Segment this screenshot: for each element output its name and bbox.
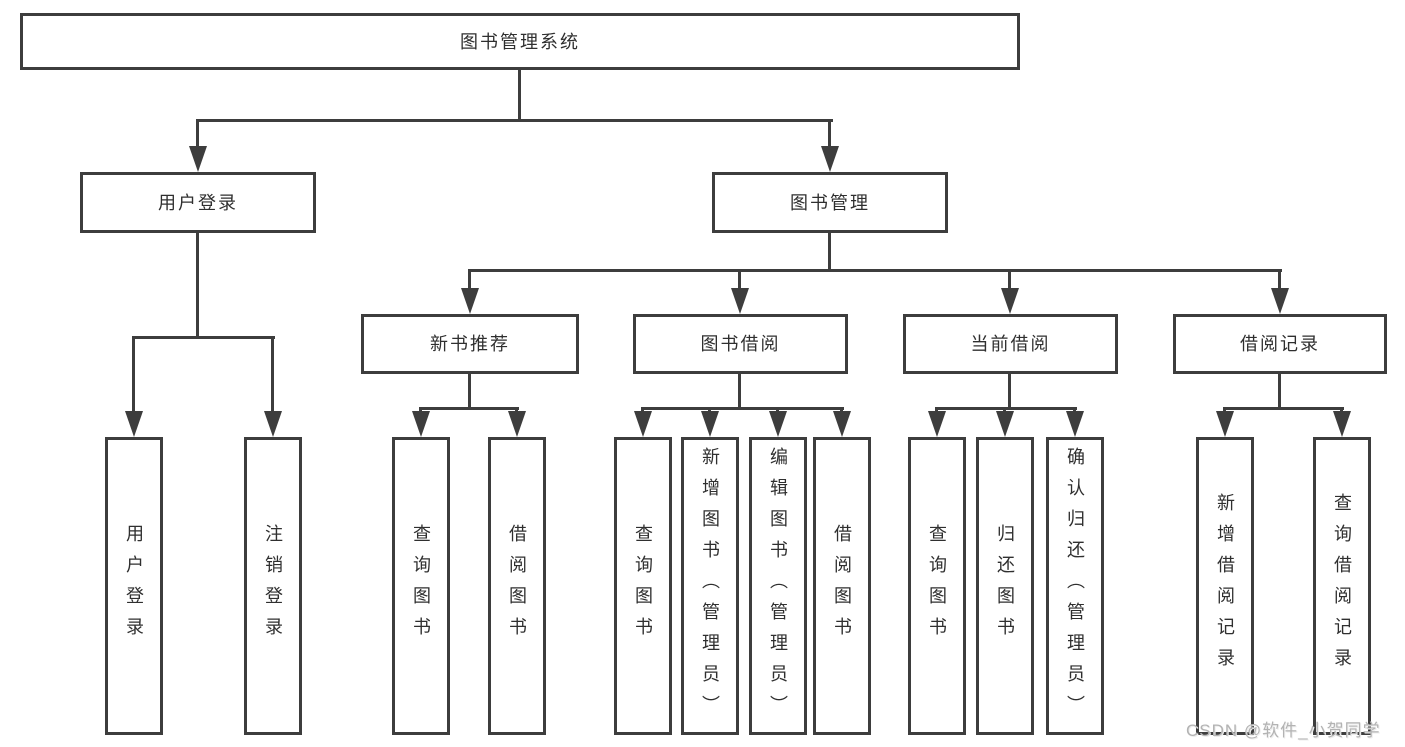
leaf-return-books: 归还图书 <box>976 437 1034 735</box>
arrowhead-icon <box>1001 288 1019 314</box>
arrowhead-icon <box>412 411 430 437</box>
arrowhead-icon <box>125 411 143 437</box>
arrowhead-icon <box>634 411 652 437</box>
arrowhead-icon <box>264 411 282 437</box>
leaf-query-borrow-record: 查询借阅记录 <box>1313 437 1371 735</box>
connector-line <box>1224 407 1344 410</box>
connector-line <box>936 407 1077 410</box>
leaf-logout: 注销登录 <box>244 437 302 735</box>
arrowhead-icon <box>731 288 749 314</box>
connector-line <box>196 119 199 149</box>
arrowhead-icon <box>1271 288 1289 314</box>
node-current-borrowing: 当前借阅 <box>903 314 1118 374</box>
node-new-book-recommend: 新书推荐 <box>361 314 579 374</box>
arrowhead-icon <box>1216 411 1234 437</box>
connector-line <box>132 336 135 414</box>
arrowhead-icon <box>928 411 946 437</box>
node-book-management: 图书管理 <box>712 172 948 233</box>
connector-line <box>828 233 831 272</box>
connector-line <box>1278 269 1281 291</box>
node-book-borrowing: 图书借阅 <box>633 314 848 374</box>
leaf-edit-books-admin: 编辑图书（管理员） <box>749 437 807 735</box>
connector-line <box>828 119 831 149</box>
connector-line <box>518 70 521 120</box>
connector-line <box>1278 374 1281 410</box>
connector-line <box>133 336 275 339</box>
connector-line <box>738 374 741 410</box>
leaf-query-books-current: 查询图书 <box>908 437 966 735</box>
arrowhead-icon <box>701 411 719 437</box>
connector-line <box>420 407 519 410</box>
leaf-confirm-return-admin: 确认归还（管理员） <box>1046 437 1104 735</box>
arrowhead-icon <box>996 411 1014 437</box>
arrowhead-icon <box>833 411 851 437</box>
arrowhead-icon <box>1333 411 1351 437</box>
arrowhead-icon <box>461 288 479 314</box>
arrowhead-icon <box>508 411 526 437</box>
node-user-login: 用户登录 <box>80 172 316 233</box>
arrowhead-icon <box>769 411 787 437</box>
arrowhead-icon <box>189 146 207 172</box>
connector-line <box>1008 374 1011 410</box>
connector-line <box>271 336 274 414</box>
arrowhead-icon <box>821 146 839 172</box>
leaf-add-borrow-record: 新增借阅记录 <box>1196 437 1254 735</box>
arrowhead-icon <box>1066 411 1084 437</box>
connector-line <box>196 233 199 339</box>
leaf-add-books-admin: 新增图书（管理员） <box>681 437 739 735</box>
node-borrow-records: 借阅记录 <box>1173 314 1387 374</box>
leaf-borrow-books: 借阅图书 <box>813 437 871 735</box>
leaf-query-books-borrowing: 查询图书 <box>614 437 672 735</box>
connector-line <box>468 374 471 410</box>
node-library-system: 图书管理系统 <box>20 13 1020 70</box>
connector-line <box>468 269 471 291</box>
connector-line <box>642 407 844 410</box>
csdn-watermark: CSDN @软件_小贺同学 <box>1186 721 1381 740</box>
connector-line <box>1008 269 1011 291</box>
leaf-query-books-recommend: 查询图书 <box>392 437 450 735</box>
connector-line <box>738 269 741 291</box>
connector-line <box>197 119 833 122</box>
connector-line <box>469 269 1282 272</box>
leaf-user-login: 用户登录 <box>105 437 163 735</box>
leaf-borrow-books-recommend: 借阅图书 <box>488 437 546 735</box>
